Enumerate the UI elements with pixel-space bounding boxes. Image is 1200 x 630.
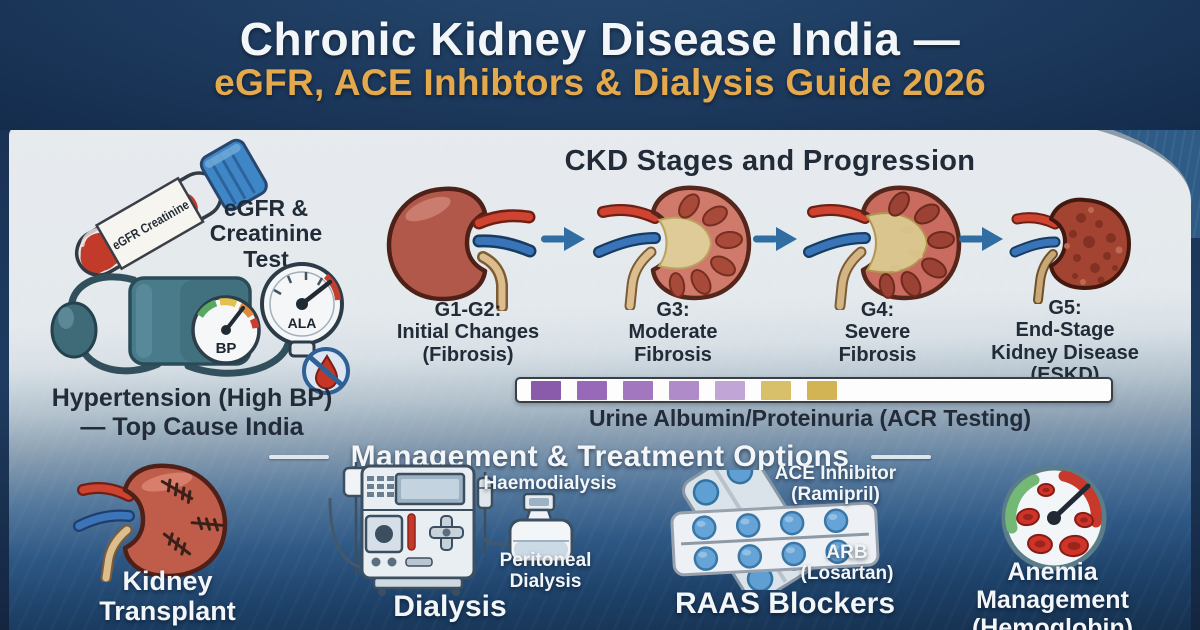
stage-label-g1-g2: G1-G2: Initial Changes (Fibrosis) bbox=[396, 299, 540, 366]
page-subtitle: eGFR, ACE Inhibtors & Dialysis Guide 202… bbox=[214, 62, 986, 103]
arrow-right-icon bbox=[541, 227, 585, 251]
strip-pad bbox=[577, 380, 607, 400]
kidney-transplant-illustration bbox=[73, 463, 228, 582]
no-blood-drop-icon bbox=[302, 347, 350, 395]
anemia-gauge-illustration bbox=[1001, 465, 1107, 571]
header-banner: Chronic Kidney Disease India — eGFR, ACE… bbox=[0, 0, 1200, 130]
strip-pad bbox=[669, 380, 699, 400]
dialysis-machine-illustration bbox=[328, 462, 574, 596]
strip-pad bbox=[623, 380, 653, 400]
page-title: Chronic Kidney Disease India — bbox=[239, 13, 961, 65]
strip-pad bbox=[715, 380, 745, 400]
kidney-stage-g1-g2-illustration bbox=[386, 186, 537, 311]
ala-gauge-label: ALA bbox=[288, 315, 317, 331]
stage-label-g3: G3: Moderate Fibrosis bbox=[628, 299, 718, 366]
bp-monitor-illustration: BP ALA bbox=[50, 262, 344, 377]
stage-label-g4: G4: Severe Fibrosis bbox=[838, 299, 917, 366]
strip-pad bbox=[761, 380, 791, 400]
arb-caption: ARB (Losartan) bbox=[800, 542, 894, 584]
arrow-right-icon bbox=[753, 227, 797, 251]
pill-packs-illustration bbox=[670, 470, 880, 590]
urine-test-strip bbox=[515, 377, 1113, 403]
dialysis-caption: Dialysis bbox=[393, 590, 507, 623]
urine-strip-pads bbox=[531, 380, 837, 400]
arrow-right-icon bbox=[959, 227, 1003, 251]
divider-line bbox=[268, 455, 329, 459]
egfr-caption: eGFR & Creatinine Test bbox=[209, 195, 323, 272]
ala-gauge: ALA bbox=[260, 262, 344, 358]
bp-gauge-label: BP bbox=[216, 340, 237, 357]
egfr-test-tube-illustration: eGFR Creatinine bbox=[74, 138, 268, 277]
ckd-stages-heading: CKD Stages and Progression bbox=[564, 145, 976, 177]
kidney-stage-g4-illustration bbox=[803, 185, 962, 310]
kidney-stage-g5-illustration bbox=[1009, 197, 1131, 304]
acr-caption: Urine Albumin/Proteinuria (ACR Testing) bbox=[588, 405, 1032, 431]
ace-inhibitor-caption: ACE Inhibitor (Ramipril) bbox=[774, 463, 897, 505]
hypertension-caption: Hypertension (High BP) — Top Cause India bbox=[51, 384, 333, 441]
transplant-caption: Kidney Transplant bbox=[99, 566, 236, 626]
raas-blockers-caption: RAAS Blockers bbox=[674, 587, 896, 620]
strip-pad bbox=[807, 380, 837, 400]
peritoneal-caption: Peritoneal Dialysis bbox=[499, 550, 592, 592]
divider-line bbox=[871, 455, 932, 459]
haemodialysis-caption: Haemodialysis bbox=[483, 473, 617, 494]
red-blood-cells bbox=[1016, 483, 1094, 558]
stage-label-g5: G5: End-Stage Kidney Disease (ESKD) bbox=[991, 297, 1139, 387]
kidney-stage-g3-illustration bbox=[593, 185, 752, 310]
strip-pad bbox=[531, 380, 561, 400]
bp-gauge: BP bbox=[191, 295, 261, 365]
anemia-caption: Anemia Management (Hemoglobin) bbox=[971, 558, 1134, 630]
